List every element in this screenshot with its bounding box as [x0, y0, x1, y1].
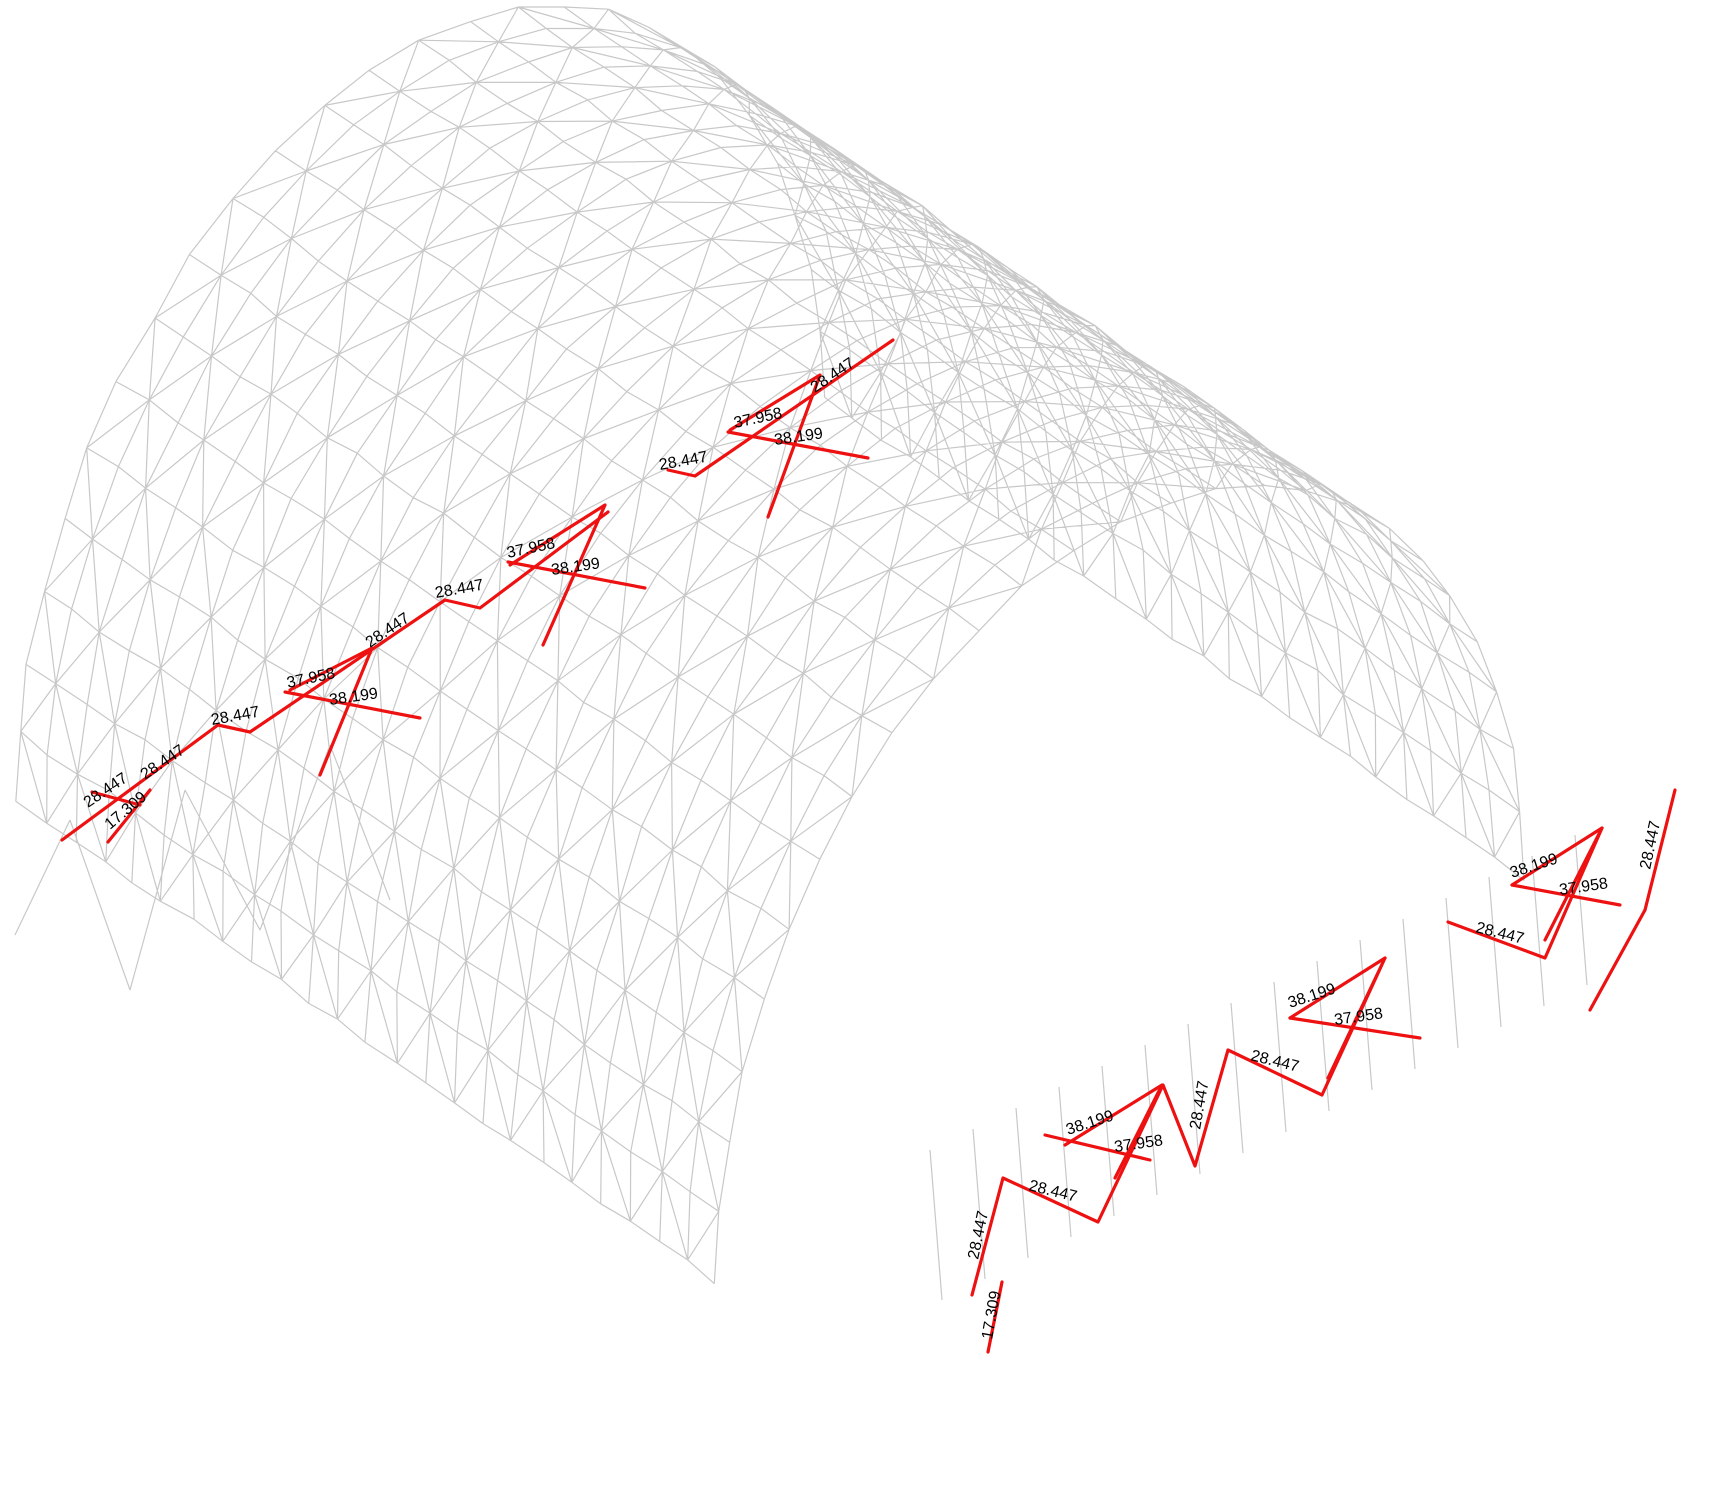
member-left-lower	[106, 788, 152, 844]
member-top-ridge	[666, 338, 895, 478]
member-low-brace-b	[288, 646, 374, 777]
member-right-zigzag	[970, 956, 1387, 1297]
member-mid-brace-b	[508, 503, 607, 647]
member-right-lower	[986, 1280, 1004, 1354]
member-right-end	[1446, 826, 1604, 960]
member-right-brace-3	[1288, 956, 1387, 1020]
member-right-brace-5	[1510, 826, 1604, 887]
member-right-brace-1	[1063, 1083, 1164, 1180]
member-right-brace-4	[1288, 1016, 1422, 1040]
member-left-ridge	[60, 510, 610, 842]
mesh-lines	[14, 6, 1588, 1301]
member-top-brace-a	[726, 430, 870, 460]
member-right-tail	[1643, 788, 1677, 912]
member-mid-brace-a	[506, 560, 647, 590]
member-right-brace-7	[1588, 908, 1647, 1012]
label-top-38199: 38.199	[773, 425, 824, 449]
label-low-38199: 38.199	[328, 685, 379, 709]
label-right-37958-b: 37.958	[1333, 1005, 1384, 1029]
member-low-brace-a	[283, 690, 422, 720]
label-right-37958-c: 37.958	[1558, 875, 1609, 899]
grey-wireframe-mesh	[14, 6, 1588, 1301]
member-right-brace-6	[1510, 883, 1622, 907]
member-top-brace-b	[728, 373, 822, 519]
label-right-37958-a: 37.958	[1113, 1132, 1164, 1156]
member-left-short	[90, 790, 142, 807]
member-right-brace-2	[1043, 1133, 1152, 1162]
label-mid-38199: 38.199	[550, 555, 601, 579]
highlighted-members	[60, 338, 1677, 1354]
